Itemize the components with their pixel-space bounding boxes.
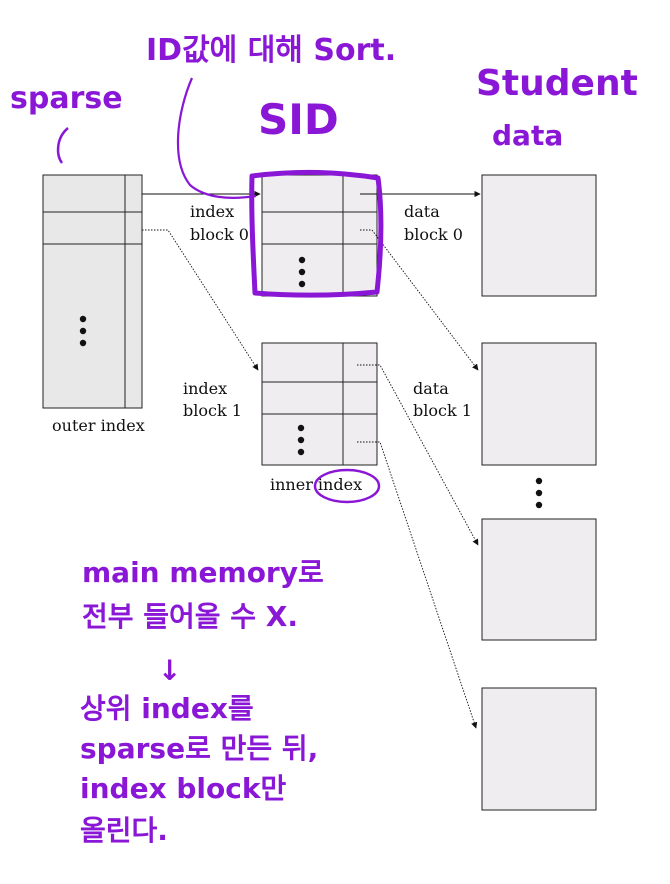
- data-block-3: [481, 687, 597, 811]
- ellipsis-dot: [298, 268, 306, 276]
- student-note: Student: [476, 63, 638, 104]
- sid-note: SID: [258, 95, 339, 144]
- circle-inner-index: [313, 468, 381, 504]
- ellipsis-dot: [535, 489, 543, 497]
- sparse-note: sparse: [10, 81, 123, 116]
- ellipsis-dot: [298, 256, 306, 264]
- data-note: data: [492, 119, 563, 152]
- data-block-1-label: data block 1: [413, 379, 472, 420]
- ellipsis-dot: [298, 280, 306, 288]
- pointer-block1-to-data2: [357, 364, 479, 546]
- index-block-0: [261, 174, 378, 297]
- outer-index-label: outer index: [52, 416, 145, 435]
- handwritten-annotations: ID값에 대해 Sort. sparse SID Student data ma…: [10, 33, 638, 847]
- ellipsis-dot: [297, 436, 305, 444]
- highlight-index-block-0: [249, 169, 384, 298]
- ellipsis-dot: [535, 501, 543, 509]
- data-block-2: [481, 518, 597, 641]
- index-block-1-label: index block 1: [183, 379, 242, 420]
- pointer-outer-to-block1: [142, 229, 259, 371]
- upper-index-note: 상위 index를 sparse로 만든 뒤, index block만 올린다…: [80, 692, 328, 847]
- ellipsis-dot: [297, 424, 305, 432]
- ellipsis-dot: [79, 339, 87, 347]
- outer-index: [42, 174, 143, 409]
- ellipsis-dot: [297, 448, 305, 456]
- index-block-1: [261, 342, 378, 466]
- data-block-0-label: data block 0: [404, 202, 463, 244]
- index-block-0-label: index block 0: [190, 202, 249, 244]
- bracket-mark: [56, 127, 69, 164]
- ellipsis-dot: [79, 327, 87, 335]
- id-sort-note: ID값에 대해 Sort.: [146, 33, 396, 68]
- pointer-block1-to-data3: [357, 441, 478, 729]
- ellipsis-dot: [79, 315, 87, 323]
- pointer-block0-to-data1: [360, 229, 479, 371]
- main-memory-note: main memory로 전부 들어올 수 X.: [82, 556, 334, 633]
- ellipsis-dot: [535, 477, 543, 485]
- down-arrow-note: ↓: [158, 654, 181, 687]
- data-block-0: [481, 174, 597, 297]
- annotation-pointer: [176, 77, 257, 199]
- data-block-1: [481, 342, 597, 466]
